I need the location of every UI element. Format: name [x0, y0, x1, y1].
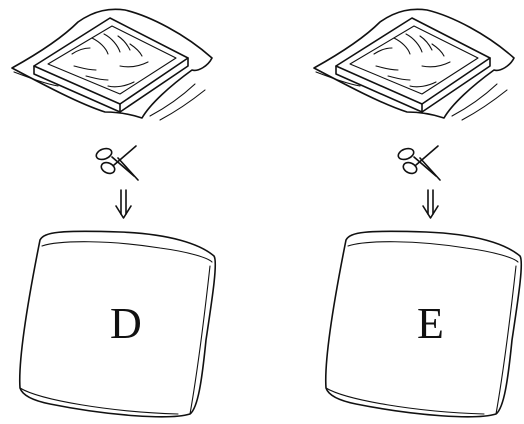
foam-block-right	[335, 17, 491, 113]
plastic-wrap-left	[11, 8, 213, 121]
cushion-label-left: D	[110, 299, 142, 348]
scissors-icon-left	[95, 145, 139, 181]
foam-block-left	[33, 17, 189, 113]
panel-left: D	[11, 8, 217, 418]
plastic-wrap-right	[313, 8, 515, 121]
cushion-label-right: E	[417, 299, 444, 348]
cushion-right	[324, 230, 523, 418]
scissors-icon-right	[397, 145, 441, 181]
panel-left-drawing	[11, 8, 217, 418]
down-arrow-icon-right	[422, 189, 439, 219]
panel-right-drawing	[313, 8, 523, 418]
panel-right: E	[262, 0, 524, 424]
cushion-left	[18, 230, 217, 418]
down-arrow-icon-left	[115, 189, 132, 219]
